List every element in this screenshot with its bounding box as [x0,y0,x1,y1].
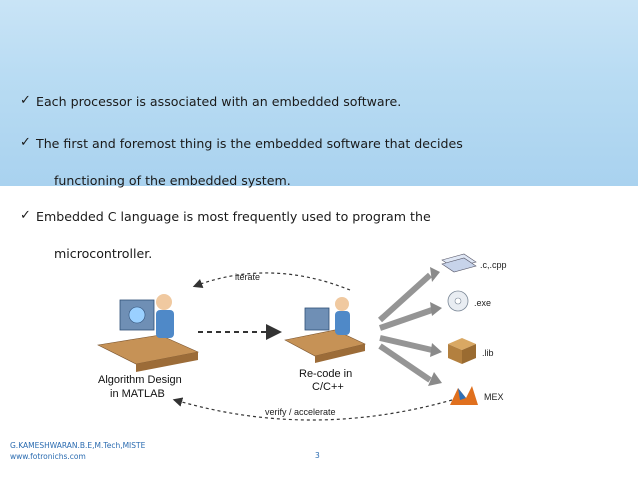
iterate-arrow [192,272,351,291]
source-files-icon [441,253,477,273]
bullet-2-text: The first and foremost thing is the embe… [36,136,463,151]
output-arrowheads [428,267,442,386]
algo-label-line2: in MATLAB [110,388,165,400]
bullet-2: ✓ The first and foremost thing is the em… [20,135,463,151]
lib-box-icon [448,338,476,364]
page-number: 3 [315,451,320,460]
bullet-1: ✓ Each processor is associated with an e… [20,93,402,109]
footer-credit: G.KAMESHWARAN.B.E,M.Tech,MISTE www.fotro… [10,440,145,462]
workflow-diagram: iterate Algorithm Design in MATLAB Re-co… [97,253,507,421]
recode-label-line2: C/C++ [312,381,344,393]
check-icon: ✓ [20,135,31,150]
bullet-3-text: Embedded C language is most frequently u… [36,209,431,224]
bullet-2-cont: functioning of the embedded system. [54,173,291,188]
recode-label-line1: Re-code in [299,368,352,380]
output-arrows [377,272,433,383]
output-label-mex: MEX [484,392,504,402]
algorithm-workstation-icon [97,294,199,372]
footer-author: G.KAMESHWARAN.B.E,M.Tech,MISTE [10,441,146,450]
algo-label-line1: Algorithm Design [98,374,182,386]
output-label-exe: .exe [474,298,491,308]
check-icon: ✓ [20,208,31,223]
output-label-lib: .lib [482,348,494,358]
bullet-3: ✓ Embedded C language is most frequently… [20,208,431,224]
verify-arrow [172,397,453,421]
exe-disc-icon [447,290,469,312]
check-icon: ✓ [20,93,31,108]
bullet-3-cont: microcontroller. [54,246,153,261]
header-band [0,0,638,186]
iterate-label: iterate [235,272,260,282]
matlab-mex-icon [450,386,478,405]
recode-workstation-icon [284,297,366,363]
output-label-cpp: .c,.cpp [480,260,507,270]
footer-site: www.fotronichs.com [10,452,86,461]
bullet-1-text: Each processor is associated with an emb… [36,94,402,109]
verify-label: verify / accelerate [265,407,336,417]
